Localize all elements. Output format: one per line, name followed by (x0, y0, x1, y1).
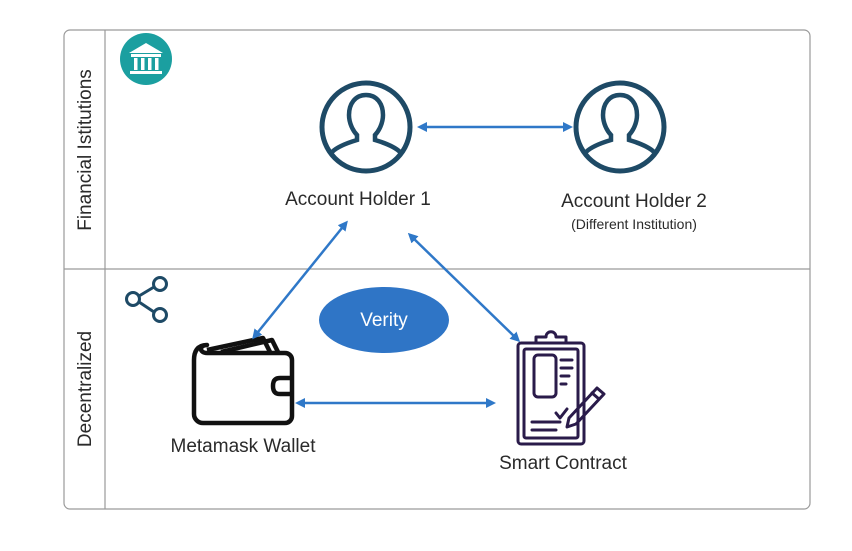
connectors (252, 122, 573, 408)
arrow-holder1-contract (407, 232, 521, 343)
lane-title-decentralized: Decentralized (75, 331, 96, 447)
account-holder-2-label: Account Holder 2 (561, 191, 707, 212)
bank-icon (120, 33, 172, 85)
user-icon-account-holder-1 (319, 80, 413, 174)
account-holder-2-sublabel: (Different Institution) (571, 216, 697, 232)
verity-node: Verity (319, 287, 449, 353)
user-icon-account-holder-2 (573, 80, 667, 174)
contract-clipboard-icon (516, 330, 606, 446)
verity-label: Verity (360, 310, 408, 331)
smart-contract-label: Smart Contract (499, 453, 627, 474)
account-holder-1-label: Account Holder 1 (285, 189, 431, 210)
lane-title-financial-institutions: Financial Istitutions (75, 69, 96, 231)
arrow-holder1-wallet (252, 220, 348, 340)
wallet-icon (191, 335, 295, 426)
metamask-wallet-label: Metamask Wallet (171, 436, 317, 457)
share-icon (125, 276, 168, 323)
